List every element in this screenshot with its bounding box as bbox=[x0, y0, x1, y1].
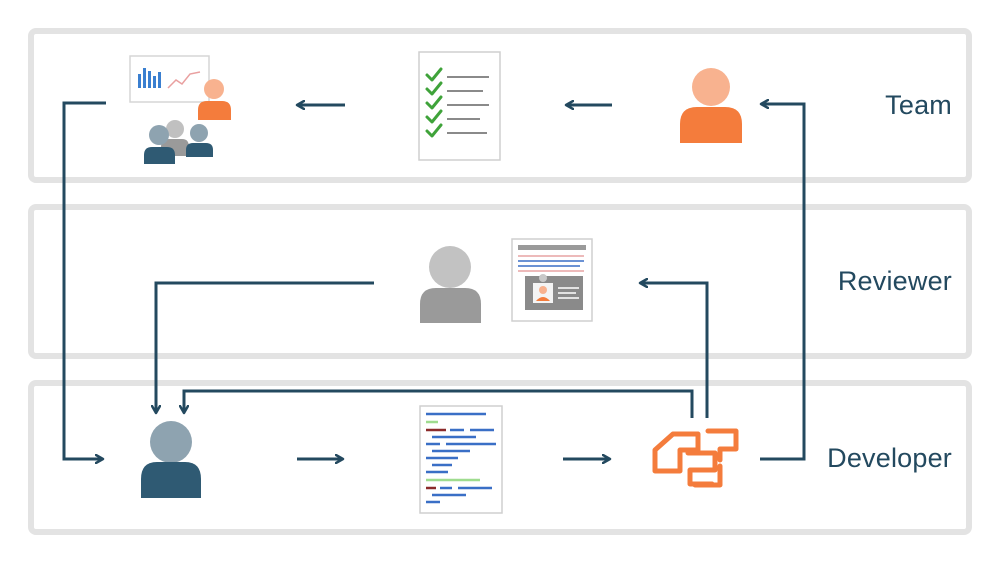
lane-label-team: Team bbox=[885, 90, 952, 120]
review-document-icon bbox=[511, 238, 593, 322]
checklist-document-icon bbox=[418, 51, 501, 161]
source-code-document-icon bbox=[419, 405, 503, 514]
integration-logo-icon bbox=[652, 428, 739, 488]
arrow-reviewer-to-developer bbox=[156, 281, 374, 413]
arrow-integration-to-developer bbox=[184, 389, 694, 418]
arrow-integration-to-reviewer bbox=[640, 283, 709, 418]
arrow-integration-to-team bbox=[760, 104, 806, 461]
arrow-meeting-to-developer bbox=[62, 101, 106, 459]
reviewer-avatar-icon bbox=[420, 246, 481, 323]
lane-label-developer: Developer bbox=[827, 443, 952, 473]
team-member-avatar-icon bbox=[680, 68, 742, 143]
presentation-group-icon bbox=[129, 55, 231, 164]
lane-label-reviewer: Reviewer bbox=[837, 266, 952, 296]
developer-avatar-icon bbox=[141, 421, 201, 498]
